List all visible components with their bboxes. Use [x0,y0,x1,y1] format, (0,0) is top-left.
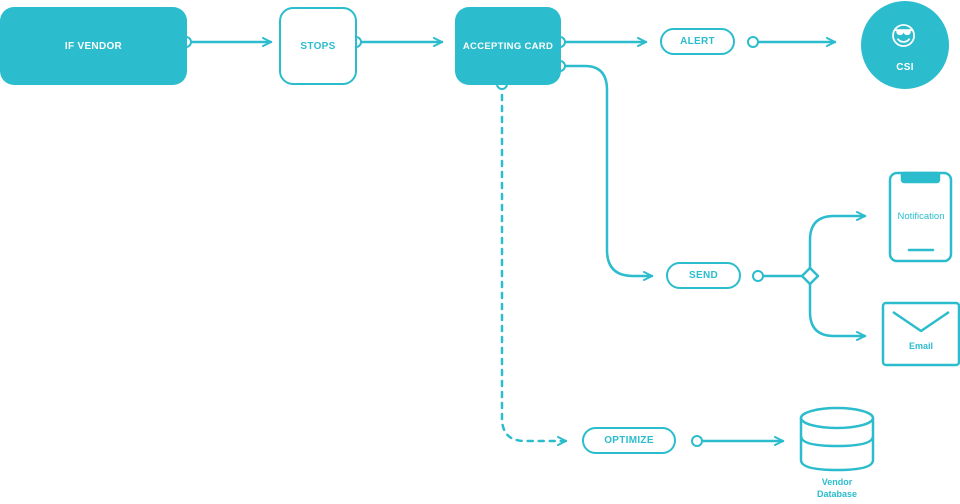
accepting-card-label: ACCEPTING CARD [462,40,554,52]
split-diamond [800,266,820,286]
stops-node[interactable]: STOPS [279,7,357,85]
optimize-label: OPTIMIZE [604,435,654,446]
notification-label: Notification [897,211,945,222]
sunglasses-emoji-icon: 😎 [890,22,918,52]
optimize-node[interactable]: OPTIMIZE [582,427,676,454]
database-icon [799,406,875,472]
smartphone-icon [888,171,953,263]
stops-label: STOPS [300,40,336,52]
if-vendor-label: IF VENDOR [64,40,123,52]
connector-split-email [808,282,867,341]
if-vendor-node[interactable]: IF VENDOR [0,7,187,85]
vendor-database-label-line1: Vendor [821,477,853,487]
vendor-database-label: Vendor Database [797,476,877,500]
port-send-out [752,270,764,282]
email-label: Email [908,341,933,351]
port-alert-out [747,36,759,48]
csi-label: CSI [896,62,914,73]
connector-split-notification [808,211,867,270]
accepting-card-node[interactable]: ACCEPTING CARD [455,7,561,85]
csi-node[interactable]: 😎 CSI [861,1,949,89]
connector-accepting-optimize [500,82,568,446]
port-optimize-out [691,435,703,447]
send-label: SEND [689,270,718,281]
send-node[interactable]: SEND [666,262,741,289]
envelope-icon [881,301,960,367]
vendor-database-label-line2: Database [816,489,858,499]
connector-accepting-send [563,64,654,281]
alert-label: ALERT [680,36,715,47]
alert-node[interactable]: ALERT [660,28,735,55]
